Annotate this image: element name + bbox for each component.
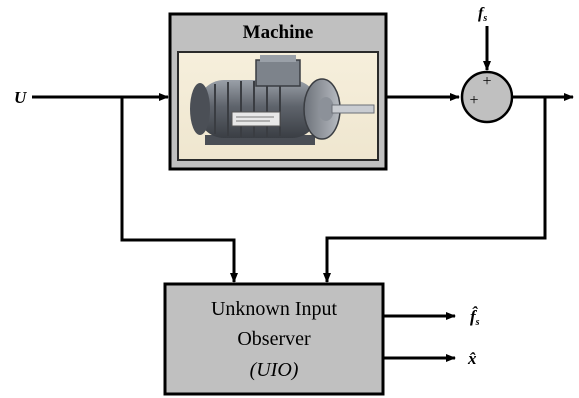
observer-line3: (UIO) — [250, 359, 299, 381]
machine-block: Machine — [168, 12, 388, 171]
observer-line1: Unknown Input — [211, 298, 338, 320]
fault-input-label: fs — [478, 5, 487, 24]
machine-title: Machine — [243, 22, 314, 43]
observer-line2: Observer — [237, 328, 311, 350]
fault-estimate-label: f̂s — [470, 306, 480, 328]
output-to-observer-line — [323, 97, 547, 283]
summing-junction: + + — [460, 70, 514, 124]
input-to-observer-line — [120, 97, 238, 283]
sum-top-sign: + — [482, 73, 491, 90]
state-estimate-label: x̂ — [467, 349, 477, 368]
sum-left-sign: + — [469, 92, 478, 109]
electric-motor-icon — [177, 51, 379, 161]
observer-block: Unknown Input Observer (UIO) — [163, 282, 385, 396]
observer-box — [163, 282, 385, 396]
input-u-label: U — [14, 88, 27, 107]
